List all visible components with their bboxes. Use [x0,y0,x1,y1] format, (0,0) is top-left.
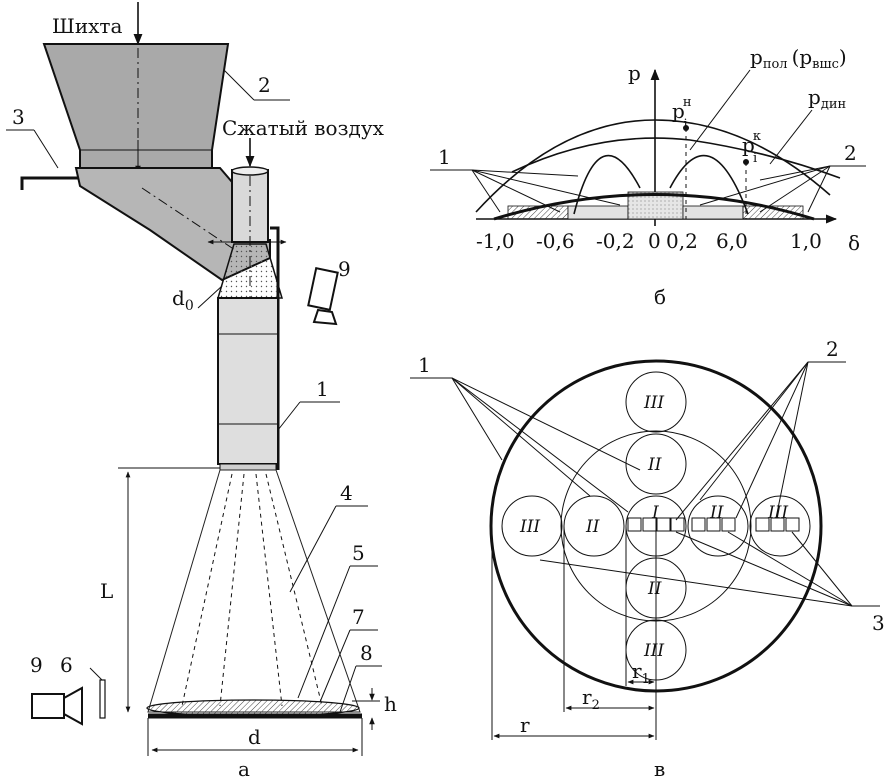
spray-cone [147,469,361,713]
v-r2-label: r2 [582,685,600,713]
screen-6 [99,679,106,719]
b-tick: -1,0 [476,229,515,253]
b-y-axis-label: p [628,61,641,85]
feed-chute [74,167,271,282]
v-zone: II [647,579,662,599]
v-callout-2: 2 [826,337,839,361]
b-tick: -0,2 [596,229,635,253]
b-tick: 0 [648,229,661,253]
mixing-cone [216,243,284,299]
air-tube-top [231,166,269,176]
svg-text:9: 9 [338,257,351,281]
diameter-label: d [248,725,261,749]
svg-text:5: 5 [352,541,365,565]
figure-a-apparatus: Шихта Сжатый воздух d0 [6,2,397,778]
b-curve-full-label: pпол(pвшс) [750,45,847,72]
svg-text:2: 2 [258,73,271,97]
v-zone: II [647,455,662,475]
b-tick: 6,0 [716,229,748,253]
figure-b-caption: б [654,285,666,309]
camera-bottom [31,686,83,726]
svg-text:8: 8 [360,641,373,665]
v-r-label: r [520,713,530,737]
svg-text:1: 1 [316,377,329,401]
v-r1-label: r1 [632,659,650,687]
v-zone: III [643,393,664,413]
b-x-axis-label: δ [848,231,860,255]
v-zone: III [643,641,664,661]
v-callout-3: 3 [872,611,885,635]
figure-a-caption: а [238,757,250,778]
camera-top [307,266,339,326]
hopper [42,43,230,169]
svg-text:7: 7 [352,605,365,629]
b-tick: 1,0 [790,229,822,253]
b-tick: 0,2 [666,229,698,253]
b-callout-1: 1 [438,145,451,169]
figure-v-caption: в [654,757,665,778]
svg-text:9: 9 [30,653,43,677]
b-curve-dyn [511,137,841,179]
v-zone: II [585,517,600,537]
nozzle-label: d0 [172,286,194,314]
air-label: Сжатый воздух [222,116,385,140]
main-pipe [217,297,279,465]
v-zone: III [519,517,540,537]
callouts-a: 2 3 1 9 4 5 7 8 6 9 [6,69,382,713]
svg-text:4: 4 [340,481,353,505]
length-label: L [100,579,113,603]
b-tick: -0,6 [536,229,575,253]
height-label: h [384,692,397,716]
feed-label: Шихта [52,14,122,38]
v-zone: I [651,503,659,523]
b-curve-dyn-label: pдин [808,85,846,112]
v-callout-1: 1 [418,353,431,377]
figure-v-zones: III II I II III III II II III 1 2 [410,337,885,778]
svg-text:6: 6 [60,653,73,677]
b-callout-2: 2 [844,141,857,165]
svg-text:3: 3 [12,105,25,129]
